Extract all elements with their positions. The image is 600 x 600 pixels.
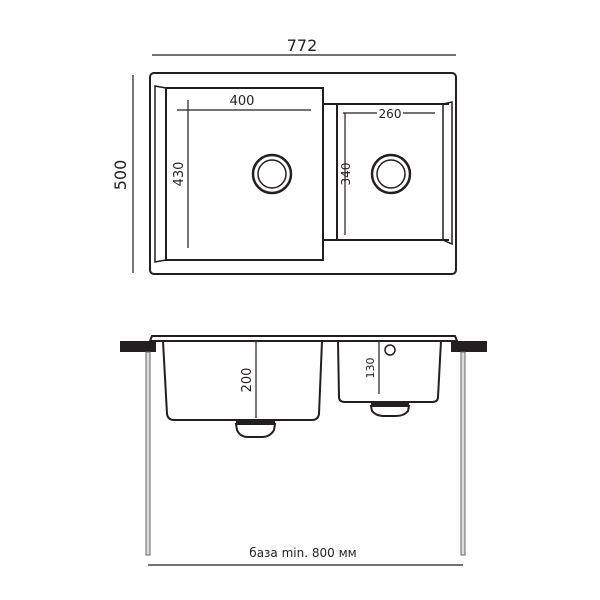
base-label: база min. 800 мм — [249, 546, 356, 560]
right-outlet — [369, 405, 411, 417]
right-outlet-flange — [371, 403, 409, 407]
right-bowl-height-label: 130 — [364, 358, 377, 379]
side-view: 200 130 база min. 800 мм — [120, 335, 487, 566]
right-lip — [442, 101, 453, 246]
sink-outline — [149, 72, 457, 275]
left-bowl-width-label: 400 — [230, 94, 255, 109]
right-cabinet-wall — [460, 351, 466, 556]
top-view: 772 500 400 430 260 340 — [111, 36, 457, 275]
right-drain-icon — [370, 153, 412, 195]
overflow-icon — [384, 344, 396, 356]
right-bowl-profile — [337, 340, 442, 403]
right-countertop — [451, 341, 487, 352]
left-countertop — [120, 341, 156, 352]
left-drain-inner — [257, 159, 287, 189]
right-bowl-depth-label: 340 — [339, 163, 353, 186]
right-bowl — [323, 103, 449, 241]
overall-depth-label: 500 — [111, 160, 130, 191]
right-drain-inner — [376, 159, 406, 189]
left-outlet-flange — [236, 421, 275, 425]
overall-width-label: 772 — [287, 36, 318, 55]
left-bowl-depth-label: 430 — [172, 162, 187, 187]
sink-rim — [148, 335, 459, 342]
left-cabinet-wall — [145, 351, 151, 556]
left-lip — [154, 85, 167, 263]
left-bowl — [165, 87, 324, 261]
right-bowl-width-label: 260 — [379, 107, 402, 121]
left-bowl-height-label: 200 — [240, 368, 255, 393]
left-drain-icon — [251, 153, 293, 195]
left-bowl-profile — [162, 340, 323, 421]
left-outlet — [234, 423, 277, 438]
